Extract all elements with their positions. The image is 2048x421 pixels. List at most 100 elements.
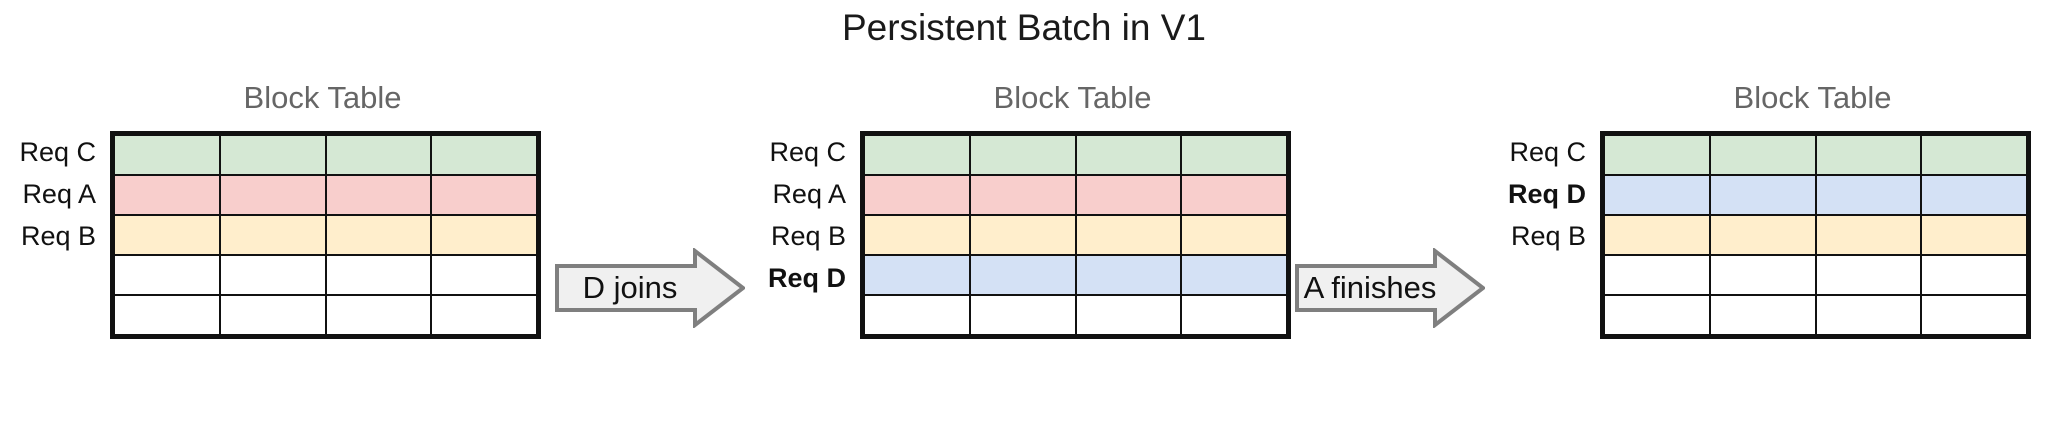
block-cell[interactable] <box>1814 254 1923 296</box>
row-label-2-3: Req D <box>767 263 846 293</box>
diagram-stage: Block Table Req C Req A Req B <box>0 78 2048 421</box>
block-cell[interactable] <box>218 254 327 296</box>
block-cell[interactable] <box>1708 174 1817 216</box>
block-cell[interactable] <box>1603 294 1711 336</box>
block-cell[interactable] <box>1708 294 1817 336</box>
table-row <box>1603 254 2028 296</box>
block-cell[interactable] <box>1074 134 1183 176</box>
arrow-label-a-finishes: A finishes <box>1303 270 1437 305</box>
block-cell[interactable] <box>1074 294 1183 336</box>
block-cell[interactable] <box>1180 174 1288 216</box>
block-cell[interactable] <box>324 174 433 216</box>
table-row <box>1603 214 2028 256</box>
block-cell[interactable] <box>113 254 221 296</box>
table-row <box>113 134 538 176</box>
block-cell[interactable] <box>113 294 221 336</box>
block-cell[interactable] <box>1708 254 1817 296</box>
page-title: Persistent Batch in V1 <box>841 7 1207 48</box>
block-cell[interactable] <box>1074 254 1183 296</box>
block-cell[interactable] <box>218 294 327 336</box>
block-cell[interactable] <box>968 174 1077 216</box>
block-cell[interactable] <box>1814 214 1923 256</box>
block-table-grid-2 <box>860 131 1291 339</box>
block-cell[interactable] <box>863 134 971 176</box>
block-cell[interactable] <box>968 134 1077 176</box>
block-cell[interactable] <box>113 174 221 216</box>
table-row <box>1603 174 2028 216</box>
block-cell[interactable] <box>968 214 1077 256</box>
arrow-label-d-joins: D joins <box>582 270 678 305</box>
table-row <box>863 294 1288 336</box>
block-cell[interactable] <box>1814 134 1923 176</box>
row-labels-3: Req C Req D Req B <box>1450 131 1600 341</box>
block-cell[interactable] <box>1180 134 1288 176</box>
block-cell[interactable] <box>324 214 433 256</box>
table-row <box>863 174 1288 216</box>
transition-arrow-a-finishes: A finishes <box>1295 248 1485 328</box>
table-row <box>113 254 538 296</box>
block-cell[interactable] <box>1814 174 1923 216</box>
arrow-right-icon <box>555 248 745 328</box>
block-cell[interactable] <box>430 214 538 256</box>
table-row <box>863 134 1288 176</box>
table-row <box>1603 294 2028 336</box>
row-labels-2: Req C Req A Req B Req D <box>710 131 860 341</box>
row-label-3-1: Req D <box>1507 179 1586 209</box>
block-cell[interactable] <box>863 254 971 296</box>
block-cell[interactable] <box>1180 294 1288 336</box>
block-cell[interactable] <box>1603 134 1711 176</box>
block-cell[interactable] <box>1074 214 1183 256</box>
block-cell[interactable] <box>218 214 327 256</box>
block-cell[interactable] <box>113 134 221 176</box>
block-cell[interactable] <box>218 134 327 176</box>
row-label-3-2: Req B <box>1510 221 1586 251</box>
panel-title-1: Block Table <box>243 80 402 115</box>
block-cell[interactable] <box>968 254 1077 296</box>
block-cell[interactable] <box>430 134 538 176</box>
block-cell[interactable] <box>1814 294 1923 336</box>
block-cell[interactable] <box>1603 214 1711 256</box>
block-cell[interactable] <box>1603 174 1711 216</box>
block-cell[interactable] <box>863 294 971 336</box>
table-row <box>863 214 1288 256</box>
block-cell[interactable] <box>1180 254 1288 296</box>
block-cell[interactable] <box>1920 134 2028 176</box>
block-cell[interactable] <box>1920 254 2028 296</box>
row-label-3-0: Req C <box>1509 137 1586 167</box>
row-label-2-2: Req B <box>770 221 846 251</box>
row-label-1-1: Req A <box>22 179 96 209</box>
transition-arrow-d-joins: D joins <box>555 248 745 328</box>
table-row <box>113 174 538 216</box>
panel-title-3: Block Table <box>1733 80 1892 115</box>
block-cell[interactable] <box>324 294 433 336</box>
block-cell[interactable] <box>1180 214 1288 256</box>
block-cell[interactable] <box>968 294 1077 336</box>
row-label-2-0: Req C <box>769 137 846 167</box>
block-cell[interactable] <box>430 294 538 336</box>
block-cell[interactable] <box>1074 174 1183 216</box>
table-row <box>863 254 1288 296</box>
panel-title-2: Block Table <box>993 80 1152 115</box>
row-labels-1: Req C Req A Req B <box>0 131 110 341</box>
row-label-1-2: Req B <box>20 221 96 251</box>
block-cell[interactable] <box>1920 294 2028 336</box>
block-cell[interactable] <box>863 174 971 216</box>
block-cell[interactable] <box>1708 134 1817 176</box>
block-table-grid-3 <box>1600 131 2031 339</box>
block-cell[interactable] <box>1920 174 2028 216</box>
block-cell[interactable] <box>113 214 221 256</box>
block-cell[interactable] <box>1603 254 1711 296</box>
block-cell[interactable] <box>863 214 971 256</box>
block-cell[interactable] <box>430 174 538 216</box>
block-cell[interactable] <box>1920 214 2028 256</box>
row-label-2-1: Req A <box>772 179 846 209</box>
table-row <box>1603 134 2028 176</box>
block-cell[interactable] <box>430 254 538 296</box>
block-cell[interactable] <box>218 174 327 216</box>
table-row <box>113 294 538 336</box>
block-cell[interactable] <box>324 134 433 176</box>
arrow-right-icon <box>1295 248 1485 328</box>
table-row <box>113 214 538 256</box>
block-cell[interactable] <box>1708 214 1817 256</box>
block-cell[interactable] <box>324 254 433 296</box>
